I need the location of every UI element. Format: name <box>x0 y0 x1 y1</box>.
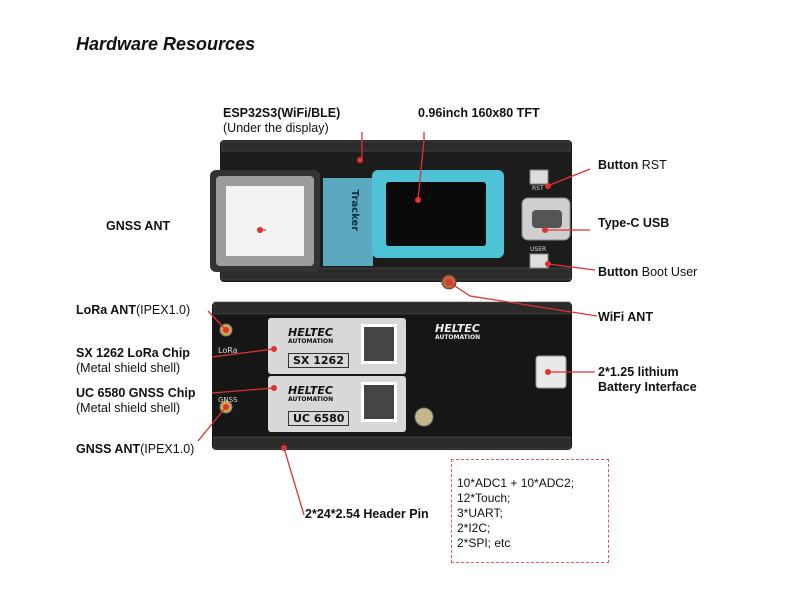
tracker-panel <box>323 178 373 266</box>
lora-ant-label: LoRa ANT(IPEX1.0) <box>76 303 191 317</box>
sx1262-label: SX 1262 LoRa Chip(Metal shield shell) <box>76 346 190 375</box>
tft-display-screen <box>386 182 486 246</box>
rst-button-part <box>529 169 549 185</box>
spec-line: 2*I2C; <box>457 521 491 535</box>
header-pin-label: 2*24*2.54 Header Pin <box>305 507 429 521</box>
spec-line: 3*UART; <box>457 506 503 520</box>
lora-silkscreen: LoRa <box>218 346 238 355</box>
spec-line: 10*ADC1 + 10*ADC2; <box>457 476 575 490</box>
wifi-ant-label: WiFi ANT <box>598 310 653 324</box>
uc6580-chip-label: UC 6580 <box>288 411 350 426</box>
qr-code-2 <box>364 385 394 419</box>
page-title: Hardware Resources <box>76 34 256 54</box>
spec-box: 10*ADC1 + 10*ADC2; 12*Touch; 3*UART; 2*I… <box>451 459 609 563</box>
gnss-ant-label: GNSS ANT <box>106 219 171 233</box>
user-silkscreen: USER <box>530 246 547 253</box>
tracker-silkscreen: Tracker <box>349 189 361 232</box>
type-c-label: Type-C USB <box>598 216 670 230</box>
sx1262-chip-label: SX 1262 <box>288 353 349 368</box>
tft-label: 0.96inch 160x80 TFT <box>418 106 540 120</box>
heltec-logo-3: HELTEC <box>435 322 480 335</box>
top-board-pin-row-top <box>221 140 571 152</box>
esp32-label: ESP32S3(WiFi/BLE)(Under the display) <box>223 106 341 135</box>
spec-line: 12*Touch; <box>457 491 511 505</box>
pointer-dots <box>223 157 551 451</box>
boot-button-part <box>529 253 549 269</box>
buzzer <box>414 407 434 427</box>
button-rst-label: Button RST <box>598 158 667 172</box>
automation-text-2: AUTOMATION <box>288 396 334 403</box>
automation-text-3: AUTOMATION <box>435 334 481 341</box>
button-boot-label: Button Boot User <box>598 265 698 279</box>
uc6580-label: UC 6580 GNSS Chip(Metal shield shell) <box>76 386 196 415</box>
gnss-ipex-label: GNSS ANT(IPEX1.0) <box>76 442 195 456</box>
rst-silkscreen: RST <box>532 185 544 192</box>
bottom-board-pin-row-bottom <box>213 436 571 450</box>
gnss-silkscreen: GNSS <box>218 396 238 404</box>
automation-text-1: AUTOMATION <box>288 338 334 345</box>
spec-line: 2*SPI; etc <box>457 536 511 550</box>
heltec-logo-1: HELTEC <box>288 326 333 339</box>
bottom-board-pin-row-top <box>213 301 571 315</box>
qr-code-1 <box>364 327 394 361</box>
heltec-logo-2: HELTEC <box>288 384 333 397</box>
